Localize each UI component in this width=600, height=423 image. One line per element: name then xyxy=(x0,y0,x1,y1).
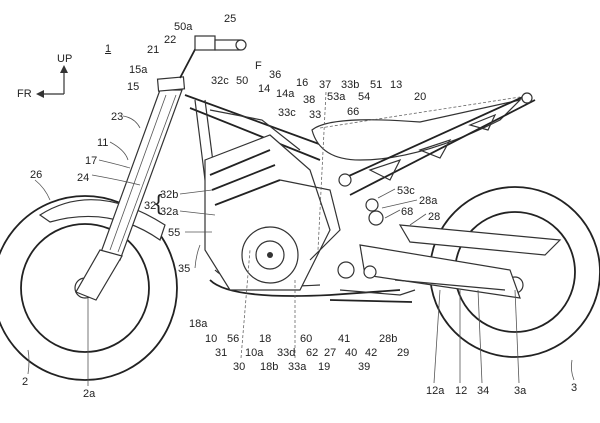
ref-label-38: 38 xyxy=(303,94,316,106)
ref-label-33a: 33a xyxy=(288,361,307,373)
up-label: UP xyxy=(57,53,73,65)
ref-label-21: 21 xyxy=(147,44,160,56)
front-tire-outer xyxy=(0,195,178,381)
ref-label-13: 13 xyxy=(390,79,403,91)
ref-label-41: 41 xyxy=(338,333,351,345)
ref-label-11: 11 xyxy=(97,137,109,149)
ref-label-50a: 50a xyxy=(174,21,193,33)
ref-label-54: 54 xyxy=(358,91,371,103)
ref-label-15: 15 xyxy=(127,81,140,93)
ref-label-24: 24 xyxy=(77,172,90,184)
front-fork xyxy=(75,76,186,301)
ref-label-18b: 18b xyxy=(260,361,279,373)
ref-label-1: 1 xyxy=(105,43,112,55)
rear-subframe xyxy=(339,92,536,196)
ref-label-42: 42 xyxy=(365,347,378,359)
seat xyxy=(311,96,522,161)
ref-label-16: 16 xyxy=(296,77,309,89)
ref-label-33c: 33c xyxy=(278,107,296,119)
ref-label-62: 62 xyxy=(306,347,319,359)
orientation-arrows xyxy=(36,65,68,98)
ref-label-19: 19 xyxy=(318,361,331,373)
ref-label-51: 51 xyxy=(370,79,383,91)
ref-label-66: 66 xyxy=(347,106,360,118)
ref-label-56: 56 xyxy=(227,333,240,345)
ref-label-28: 28 xyxy=(428,211,441,223)
bracket-32: { xyxy=(155,190,163,215)
ref-label-14: 14 xyxy=(258,83,271,95)
ref-label-12a: 12a xyxy=(426,385,445,397)
ref-label-30: 30 xyxy=(233,361,246,373)
ref-label-53a: 53a xyxy=(327,91,346,103)
ref-label-55: 55 xyxy=(168,227,181,239)
ref-label-60: 60 xyxy=(300,333,313,345)
ref-label-2: 2 xyxy=(22,376,29,388)
ref-label-F: F xyxy=(255,60,262,72)
ref-label-28b: 28b xyxy=(379,333,398,345)
leader-lines xyxy=(27,91,575,386)
fr-label: FR xyxy=(17,88,32,100)
rear-linkage xyxy=(329,173,416,303)
ref-label-39: 39 xyxy=(358,361,371,373)
ref-label-32a: 32a xyxy=(160,206,179,218)
ref-label-37: 37 xyxy=(319,79,332,91)
ref-label-53c: 53c xyxy=(397,185,415,197)
ref-label-35: 35 xyxy=(178,263,191,275)
ref-label-22: 22 xyxy=(164,34,177,46)
ref-label-29: 29 xyxy=(397,347,410,359)
ref-label-14a: 14a xyxy=(276,88,295,100)
ref-label-27: 27 xyxy=(324,347,337,359)
ref-label-18a: 18a xyxy=(189,318,208,330)
ref-label-68: 68 xyxy=(401,206,414,218)
ref-label-34: 34 xyxy=(477,385,490,397)
ref-label-10: 10 xyxy=(205,333,218,345)
up-arrow-icon xyxy=(60,65,68,73)
ref-label-36: 36 xyxy=(269,69,282,81)
swingarm xyxy=(359,224,562,299)
ref-label-23: 23 xyxy=(111,111,124,123)
ref-label-31: 31 xyxy=(215,347,228,359)
front-arrow-icon xyxy=(36,90,44,98)
ref-label-10a: 10a xyxy=(245,347,264,359)
ref-label-2a: 2a xyxy=(83,388,96,400)
ref-label-50: 50 xyxy=(236,75,249,87)
ref-label-33b: 33b xyxy=(341,79,360,91)
front-rim xyxy=(20,223,150,353)
ref-label-20: 20 xyxy=(414,91,427,103)
ref-label-15a: 15a xyxy=(129,64,148,76)
ref-label-28a: 28a xyxy=(419,195,438,207)
ref-label-18: 18 xyxy=(259,333,272,345)
ref-label-26: 26 xyxy=(30,169,43,181)
ref-label-3: 3 xyxy=(571,382,578,394)
ref-label-25: 25 xyxy=(224,13,237,25)
ref-label-33d: 33d xyxy=(277,347,296,359)
handlebar xyxy=(179,35,247,79)
ref-label-33: 33 xyxy=(309,109,322,121)
ref-label-40: 40 xyxy=(345,347,358,359)
engine xyxy=(204,134,341,291)
ref-label-32c: 32c xyxy=(211,75,229,87)
ref-label-32b: 32b xyxy=(160,189,179,201)
ref-label-3a: 3a xyxy=(514,385,527,397)
ref-label-12: 12 xyxy=(455,385,468,397)
ref-label-32: 32 xyxy=(144,200,157,212)
ref-label-17: 17 xyxy=(85,155,98,167)
